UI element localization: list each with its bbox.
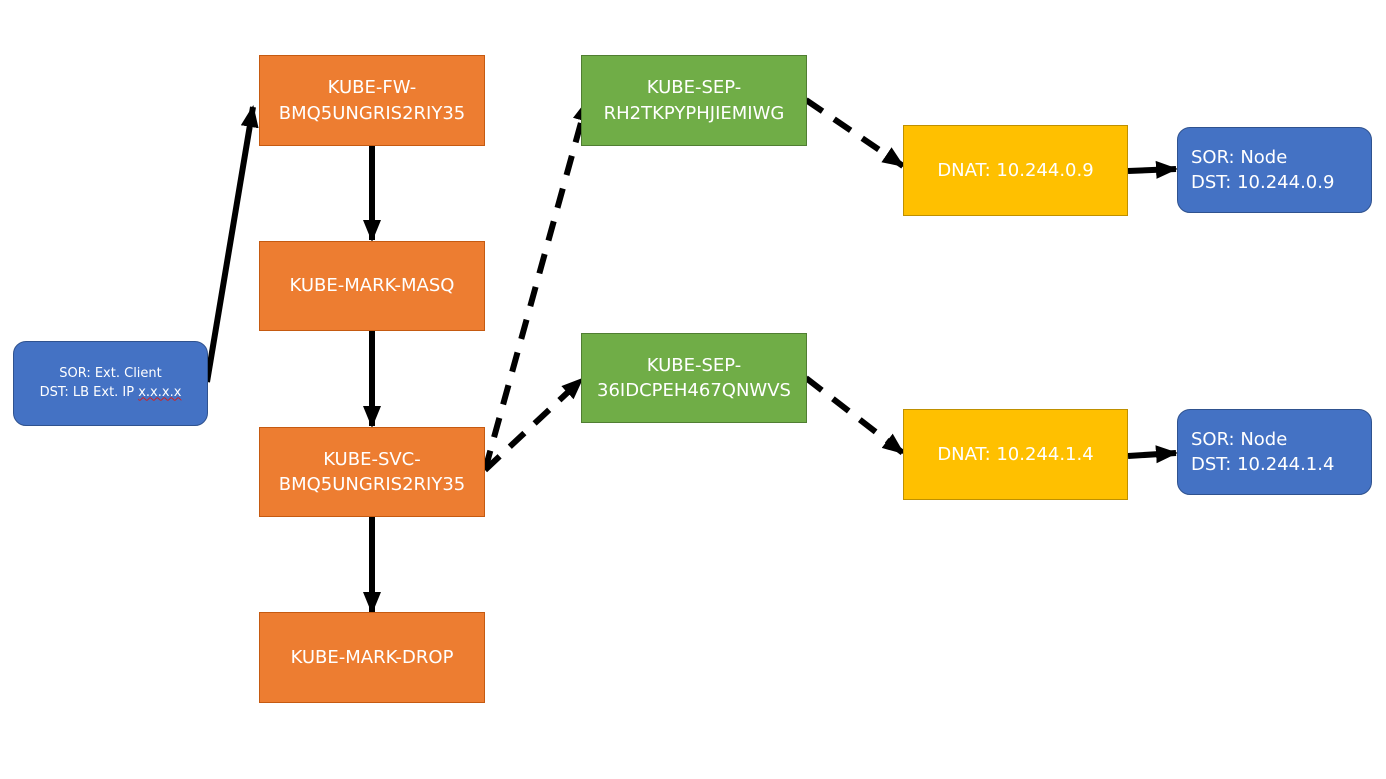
kube-svc-line1: KUBE-SVC-: [323, 448, 421, 470]
pod-node-2-source: SOR: Node: [1191, 428, 1288, 450]
pod-node-1: SOR: Node DST: 10.244.0.9: [1177, 127, 1372, 213]
kube-sep-1-line2: RH2TKPYPHJIEMIWG: [603, 102, 785, 124]
kube-fw-chain: KUBE-FW- BMQ5UNGRIS2RIY35: [259, 55, 485, 146]
kube-svc-line2: BMQ5UNGRIS2RIY35: [278, 474, 466, 495]
kube-sep-2-line1: KUBE-SEP-: [646, 354, 742, 376]
ext-client-destination: DST: LB Ext. IP x.x.x.x: [40, 384, 182, 402]
pod-node-1-source: SOR: Node: [1191, 146, 1288, 168]
pod-node-1-destination: DST: 10.244.0.9: [1191, 172, 1335, 193]
ext-client-destination-ip: x.x.x.x: [138, 384, 182, 400]
arrow-svc-to-sep2: [482, 376, 585, 473]
arrow-dnat2-to-node2: [1127, 445, 1178, 464]
kube-mark-drop-label: KUBE-MARK-DROP: [290, 646, 454, 668]
ext-client-destination-prefix: DST: LB Ext. IP: [39, 384, 139, 400]
kube-mark-drop-chain: KUBE-MARK-DROP: [259, 612, 485, 703]
pod-node-2-destination: DST: 10.244.1.4: [1191, 454, 1335, 475]
pod-node-2: SOR: Node DST: 10.244.1.4: [1177, 409, 1372, 495]
ext-client-source: SOR: Ext. Client: [59, 366, 162, 382]
kube-mark-masq-chain: KUBE-MARK-MASQ: [259, 241, 485, 331]
ext-client-node: SOR: Ext. Client DST: LB Ext. IP x.x.x.x: [13, 341, 208, 426]
dnat-1-box: DNAT: 10.244.0.9: [903, 125, 1128, 216]
kube-fw-line2: BMQ5UNGRIS2RIY35: [278, 102, 466, 124]
kube-fw-line1: KUBE-FW-: [327, 77, 417, 99]
kube-sep-2-chain: KUBE-SEP- 36IDCPEH467QNWVS: [581, 333, 807, 423]
kube-svc-chain: KUBE-SVC- BMQ5UNGRIS2RIY35: [259, 427, 485, 517]
arrow-dnat1-to-node1: [1127, 160, 1178, 179]
kube-mark-masq-label: KUBE-MARK-MASQ: [289, 275, 455, 297]
kube-sep-1-line1: KUBE-SEP-: [646, 77, 742, 99]
dnat-2-box: DNAT: 10.244.1.4: [903, 409, 1128, 500]
dnat-1-label: DNAT: 10.244.0.9: [937, 159, 1094, 181]
kube-sep-1-chain: KUBE-SEP- RH2TKPYPHJIEMIWG: [581, 55, 807, 146]
arrow-client-to-fw: [204, 105, 259, 383]
arrow-sep1-to-dnat1: [804, 97, 905, 169]
kube-sep-2-line2: 36IDCPEH467QNWVS: [597, 380, 791, 401]
arrow-svc-to-sep1: [482, 99, 591, 471]
arrow-sep2-to-dnat2: [804, 375, 905, 456]
dnat-2-label: DNAT: 10.244.1.4: [937, 443, 1094, 465]
